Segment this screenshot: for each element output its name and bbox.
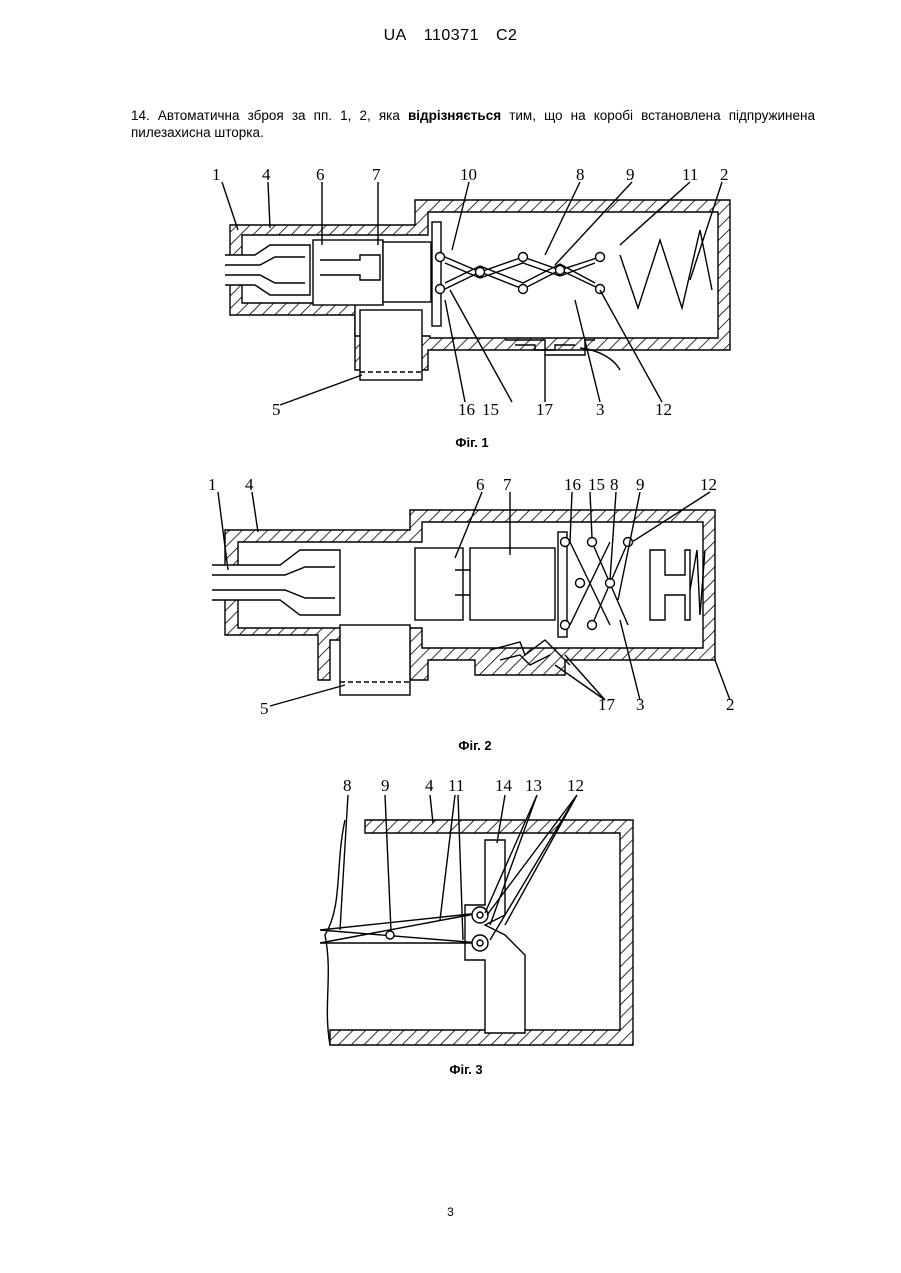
fig1-label-10: 10 <box>460 165 477 184</box>
fig2-label-8: 8 <box>610 475 619 494</box>
figure-3-caption: Фіг. 3 <box>416 1062 516 1077</box>
claim-emphasis: відрізняється <box>408 108 501 123</box>
fig3-label-14: 14 <box>495 776 513 795</box>
page-number: 3 <box>0 1205 901 1219</box>
fig1-label-9: 9 <box>626 165 635 184</box>
fig2-label-12: 12 <box>700 475 717 494</box>
fig3-label-13: 13 <box>525 776 542 795</box>
fig1-label-16: 16 <box>458 400 475 419</box>
fig1-label-15: 15 <box>482 400 499 419</box>
fig3-label-8: 8 <box>343 776 352 795</box>
fig1-label-4: 4 <box>262 165 271 184</box>
fig1-label-8: 8 <box>576 165 585 184</box>
fig1-label-3: 3 <box>596 400 605 419</box>
fig1-label-5: 5 <box>272 400 281 419</box>
patent-country: UA <box>384 27 407 44</box>
fig2-label-4: 4 <box>245 475 254 494</box>
fig2-label-17: 17 <box>598 695 616 714</box>
fig1-label-1: 1 <box>212 165 221 184</box>
fig2-label-16: 16 <box>564 475 581 494</box>
fig2-label-6: 6 <box>476 475 485 494</box>
fig2-label-7: 7 <box>503 475 512 494</box>
fig2-label-15: 15 <box>588 475 605 494</box>
patent-number: 110371 <box>424 27 479 44</box>
fig3-label-12: 12 <box>567 776 584 795</box>
figure-1-caption: Фіг. 1 <box>422 435 522 450</box>
patent-header: UA 110371 C2 <box>0 27 901 45</box>
fig2-label-2: 2 <box>726 695 735 714</box>
fig2-label-1: 1 <box>208 475 217 494</box>
fig2-label-5: 5 <box>260 699 269 718</box>
fig1-label-2: 2 <box>720 165 729 184</box>
fig2-label-3: 3 <box>636 695 645 714</box>
figure-1-drawing: 1 4 6 7 10 8 9 11 2 5 16 15 17 3 12 <box>200 160 740 420</box>
patent-kind: C2 <box>496 27 517 44</box>
fig1-label-12: 12 <box>655 400 672 419</box>
fig1-label-11: 11 <box>682 165 698 184</box>
fig1-label-7: 7 <box>372 165 381 184</box>
fig1-label-17: 17 <box>536 400 554 419</box>
figure-3-drawing: 8 9 4 11 14 13 12 <box>315 775 640 1050</box>
fig1-label-6: 6 <box>316 165 325 184</box>
fig3-label-4: 4 <box>425 776 434 795</box>
claim-14: 14. Автоматична зброя за пп. 1, 2, яка в… <box>131 107 815 141</box>
fig3-label-9: 9 <box>381 776 390 795</box>
fig3-label-11: 11 <box>448 776 464 795</box>
figure-2-caption: Фіг. 2 <box>425 738 525 753</box>
figure-2-drawing: 1 4 6 7 16 15 8 9 12 5 17 3 2 <box>200 470 745 720</box>
claim-prefix: 14. Автоматична зброя за пп. 1, 2, яка <box>131 108 408 123</box>
fig2-label-9: 9 <box>636 475 645 494</box>
